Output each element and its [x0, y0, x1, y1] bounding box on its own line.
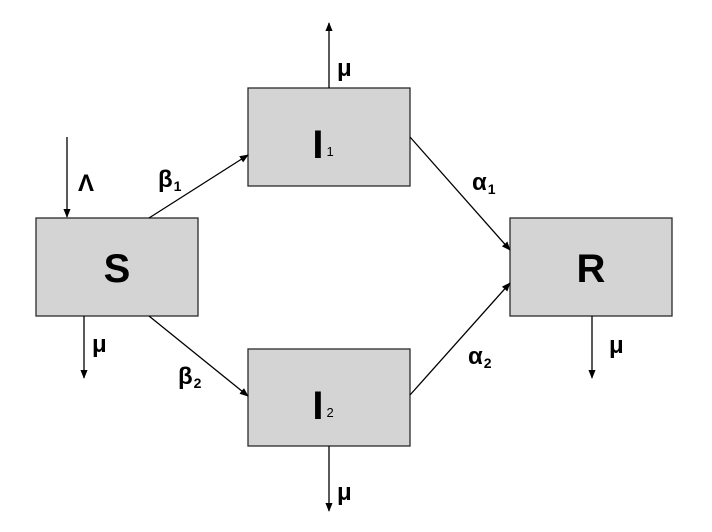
edge-i2-to-r-label: α2 — [468, 343, 492, 371]
edge-death-i1-label: μ — [337, 55, 352, 82]
node-s: S — [35, 217, 199, 317]
edge-death-r-label: μ — [609, 332, 624, 359]
edge-death-i2-label: μ — [337, 479, 352, 506]
edge-death-r: μ — [588, 316, 624, 379]
node-s-label: S — [104, 247, 131, 291]
edge-s-to-i2-arrow — [148, 315, 249, 397]
edge-s-to-i2-label: β2 — [178, 363, 202, 391]
edge-death-i2: μ — [325, 446, 352, 512]
edge-i2-to-r-arrow — [409, 282, 511, 396]
edge-s-to-i2: β2 — [148, 315, 249, 397]
node-r-box — [509, 217, 673, 317]
edge-inflow-s-label: Λ — [78, 170, 94, 197]
edge-death-i1: μ — [325, 22, 352, 88]
edge-death-s-label: μ — [92, 331, 107, 358]
node-i1-box — [247, 87, 411, 187]
node-i2-box — [247, 348, 411, 447]
node-r-label: R — [577, 247, 606, 291]
edge-i2-to-r: α2 — [409, 282, 511, 396]
edge-i1-to-r: α1 — [409, 136, 511, 251]
node-s-box — [35, 217, 199, 317]
edge-inflow-s: Λ — [63, 137, 94, 218]
edge-i1-to-r-label: α1 — [472, 169, 496, 197]
edge-i1-to-r-arrow — [409, 136, 511, 251]
edge-s-to-i1-arrow — [148, 154, 249, 219]
edge-death-s: μ — [80, 316, 107, 379]
edge-s-to-i1-label: β1 — [158, 166, 182, 194]
node-r: R — [509, 217, 673, 317]
edge-s-to-i1: β1 — [148, 154, 249, 219]
